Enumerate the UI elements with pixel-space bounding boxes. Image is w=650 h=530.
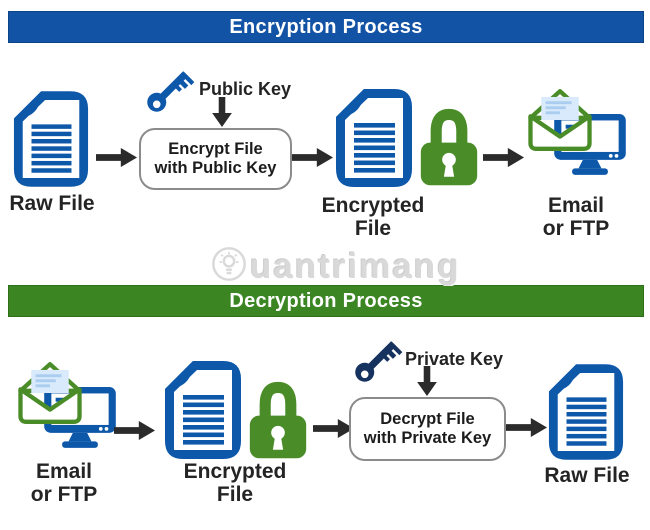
arrow-down-icon	[414, 366, 440, 397]
encrypted-file-label: Encrypted File	[180, 460, 290, 506]
encrypted-file-label-line1: Encrypted	[183, 460, 287, 483]
decryption-header: Decryption Process	[8, 285, 644, 317]
decrypt-box-line1: Decrypt File	[380, 409, 475, 428]
watermark: uantrimang	[210, 245, 461, 287]
encrypt-box: Encrypt File with Public Key	[139, 128, 292, 190]
public-key-label: Public Key	[199, 79, 292, 99]
email-label-line2: or FTP	[30, 482, 98, 506]
encryption-header-title: Encryption Process	[229, 15, 423, 38]
private-key-icon	[349, 331, 406, 388]
raw-file-icon	[12, 89, 90, 189]
watermark-text: uantrimang	[250, 247, 461, 286]
raw-file-label: Raw File	[9, 192, 95, 215]
arrow-right-icon	[96, 145, 138, 170]
arrow-down-icon	[209, 97, 235, 128]
decryption-header-title: Decryption Process	[229, 289, 423, 312]
encrypted-file-icon	[334, 87, 414, 189]
email-label-line2: or FTP	[542, 216, 610, 240]
encrypted-file-label-line2: File	[216, 482, 254, 506]
arrow-right-icon	[114, 418, 156, 443]
encryption-header: Encryption Process	[8, 11, 644, 43]
encrypted-file-label: Encrypted File	[318, 194, 428, 240]
arrow-right-icon	[506, 415, 548, 440]
padlock-icon	[419, 105, 479, 187]
encrypted-file-icon	[163, 359, 243, 461]
encrypted-file-label-line2: File	[354, 216, 392, 240]
arrow-right-icon	[483, 145, 525, 170]
envelope-icon	[14, 359, 86, 427]
email-ftp-label: Email or FTP	[528, 194, 624, 240]
email-label-line1: Email	[35, 460, 93, 483]
arrow-right-icon	[292, 145, 334, 170]
email-ftp-icon	[524, 86, 640, 190]
envelope-icon	[524, 86, 596, 154]
padlock-icon	[248, 378, 308, 460]
email-ftp-label: Email or FTP	[16, 460, 112, 506]
decrypt-box-line2: with Private Key	[363, 429, 492, 447]
raw-file-label: Raw File	[544, 464, 630, 487]
watermark-logo-icon	[210, 245, 248, 283]
public-key-icon	[141, 61, 198, 118]
private-key-label: Private Key	[405, 349, 504, 369]
raw-file-icon	[547, 362, 625, 462]
decrypt-box: Decrypt File with Private Key	[349, 397, 506, 461]
email-label-line1: Email	[547, 194, 605, 217]
encrypt-box-line1: Encrypt File	[168, 139, 263, 158]
encrypted-file-label-line1: Encrypted	[321, 194, 425, 217]
email-ftp-icon	[14, 359, 130, 459]
encrypt-box-line2: with Public Key	[154, 159, 277, 177]
